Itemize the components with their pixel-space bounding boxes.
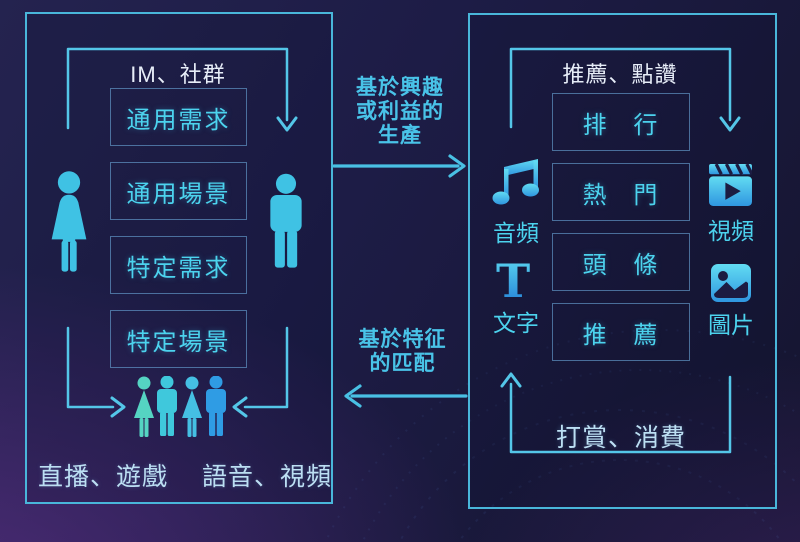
man-icon [267,172,305,276]
users-panel-title: IM、社群 [130,62,226,87]
matching-label-line2: 的匹配 [369,352,436,375]
need-box-general-need: 通用需求 [110,88,247,146]
image-icon [711,264,751,304]
production-label-line2: 或利益的 [356,100,444,123]
content-box-headline: 頭 條 [552,233,690,291]
label-audio: 音頻 [493,220,539,246]
video-icon [709,162,752,207]
need-box-specific-scene: 特定場景 [110,310,247,368]
label-video: 視頻 [708,218,754,244]
production-arrow-label: 基於興趣 或利益的 生產 [340,76,460,148]
production-label-line1: 基於興趣 [356,76,444,99]
production-arrow-head-icon [448,154,466,178]
need-box-general-scene: 通用場景 [110,162,247,220]
matching-arrow-label: 基於特征 的匹配 [345,328,460,376]
label-voice-video: 語音、視頻 [202,463,333,491]
content-box-ranking: 排 行 [552,93,690,151]
matching-arrow-head-icon [344,384,362,408]
content-box-hot: 熱 門 [552,163,690,221]
music-note-icon [490,157,542,209]
label-reward-consume: 打賞、消費 [556,424,687,452]
people-group-icon [130,376,234,448]
label-text: 文字 [493,310,539,336]
label-image: 圖片 [708,312,754,338]
production-label-line3: 生產 [378,124,422,147]
matching-label-line1: 基於特征 [358,328,447,351]
text-icon: T [496,254,531,308]
need-box-specific-need: 特定需求 [110,236,247,294]
content-box-recommend: 推 薦 [552,303,690,361]
woman-icon [44,170,94,284]
content-panel-title: 推薦、點讚 [562,62,678,87]
label-live-games: 直播、遊戲 [38,463,169,491]
